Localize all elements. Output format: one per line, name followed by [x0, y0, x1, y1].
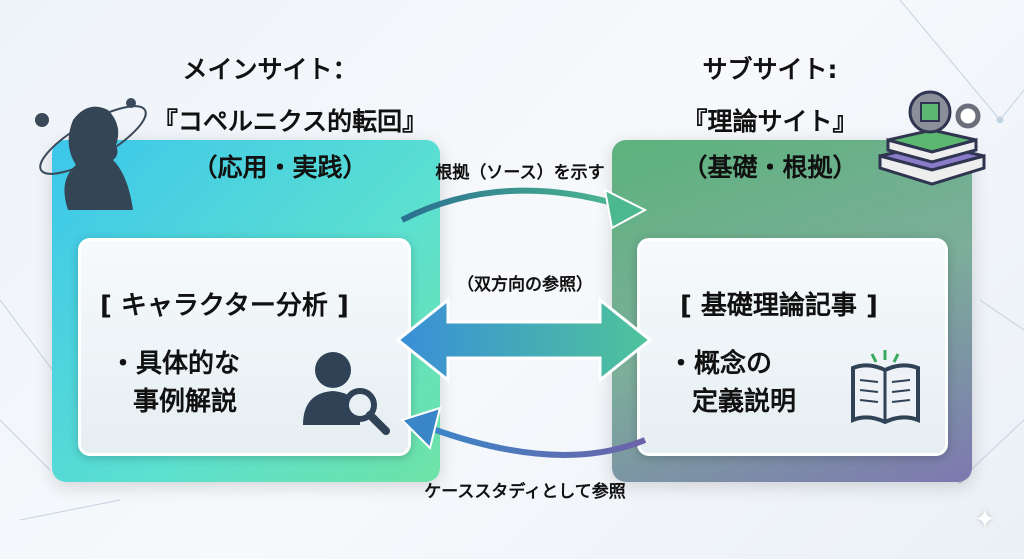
sub-card-heading: [ 基礎理論記事 ]: [680, 291, 878, 321]
bidirectional-arrow: [395, 296, 653, 384]
sub-site-subtitle: （基礎・根拠）: [682, 153, 858, 182]
main-card-bullet-line2: 事例解説: [133, 387, 238, 417]
main-card-heading: [ キャラクター分析 ]: [100, 291, 349, 321]
middle-arrow-label: （双方向の参照）: [457, 275, 593, 295]
main-card-bullet-line1: ・具体的な: [110, 349, 241, 379]
sub-site-name: 『理論サイト』: [682, 107, 858, 136]
sub-card-bullet-line2: 定義説明: [692, 387, 797, 417]
sub-card-bullet-line1: ・概念の: [668, 349, 773, 379]
bottom-arrow-label: ケーススタディとして参照: [424, 482, 626, 502]
thinker-silhouette-icon: [35, 98, 147, 210]
open-book-icon: [851, 350, 920, 425]
sub-site-title: サブサイト:: [702, 55, 838, 84]
main-site-title: メインサイト：: [182, 55, 358, 84]
bottom-arrowhead: [400, 406, 442, 450]
main-site-name: 『コペルニクス的転回』: [152, 107, 428, 136]
bottom-curved-arrow: [428, 425, 647, 458]
user-search-icon: [303, 352, 390, 435]
top-arrow-label: 根拠（ソース）を示す: [435, 163, 605, 183]
gear-books-icon: [878, 90, 986, 186]
top-curved-arrow: [400, 187, 621, 223]
sparkle-icon: ✦: [974, 505, 996, 535]
main-site-subtitle: （応用・実践）: [192, 153, 368, 182]
top-arrowhead: [603, 188, 648, 230]
